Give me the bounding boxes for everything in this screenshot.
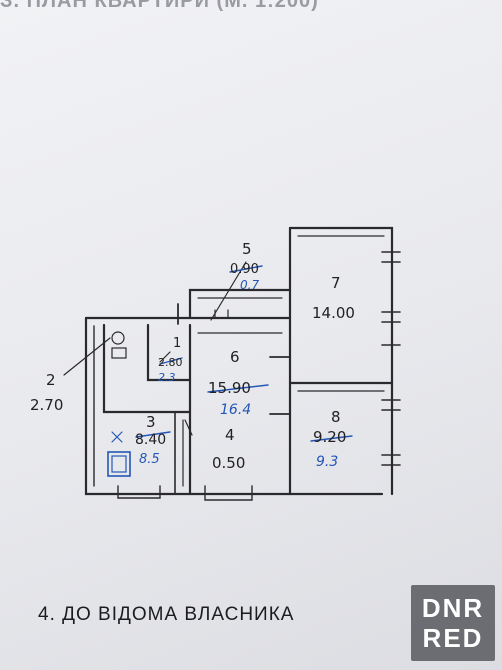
room-6-area: 15.90: [208, 379, 251, 397]
watermark-line-1: DNR: [421, 593, 485, 623]
room-2-number: 2: [46, 371, 56, 389]
room-4-area: 0.50: [212, 454, 245, 472]
room-1-corrected: 2.3: [158, 371, 176, 384]
room-4-number: 4: [225, 426, 235, 444]
plan-title: З. ПЛАН КВАРТИРИ (М. 1:200): [0, 0, 319, 12]
wall-outer-bottom: [84, 316, 384, 496]
watermark-line-2: RED: [422, 623, 484, 653]
owner-notice: 4. ДО ВІДОМА ВЛАСНИКА: [38, 604, 295, 625]
room-6-number: 6: [230, 348, 240, 366]
room-5-number: 5: [242, 240, 252, 258]
wall-room-1: [146, 323, 192, 382]
room-8-number: 8: [331, 408, 341, 426]
room-1-number: 1: [173, 336, 181, 351]
room-6-corrected: 16.4: [220, 402, 251, 418]
room-7-area: 14.00: [312, 304, 355, 322]
room-2-area: 2.70: [30, 396, 63, 414]
room-1-area: 2.80: [158, 356, 183, 369]
room-3-number: 3: [146, 413, 156, 431]
room-5-area: 0.90: [230, 262, 259, 277]
wall-room-5: [188, 288, 292, 320]
room-8-corrected: 9.3: [316, 454, 338, 470]
wall-right-block: [288, 226, 394, 496]
room-3-area: 8.40: [135, 432, 166, 448]
room-3-corrected: 8.5: [139, 452, 160, 467]
room-7-number: 7: [331, 274, 341, 292]
room-8-area: 9.20: [313, 428, 346, 446]
room-5-corrected: 0.7: [240, 278, 259, 292]
wall-room-2: [102, 323, 192, 414]
dnr-red-watermark: DNR RED: [411, 585, 495, 661]
